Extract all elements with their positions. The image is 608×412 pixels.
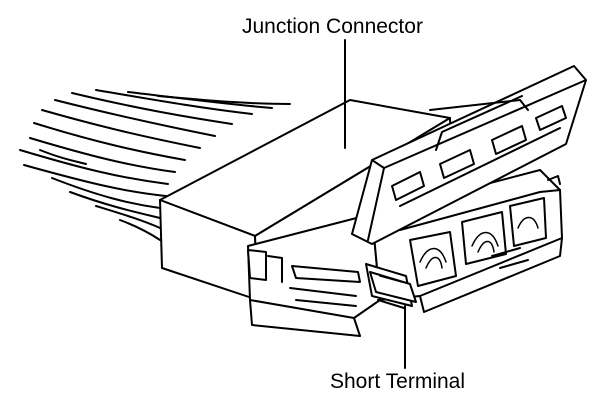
connector-housing [159, 99, 453, 337]
label-short-terminal: Short Terminal [330, 370, 465, 393]
label-junction-connector: Junction Connector [242, 15, 423, 38]
wire-bundle [19, 89, 291, 241]
short-terminal [365, 263, 417, 309]
hinged-cover [351, 65, 587, 245]
